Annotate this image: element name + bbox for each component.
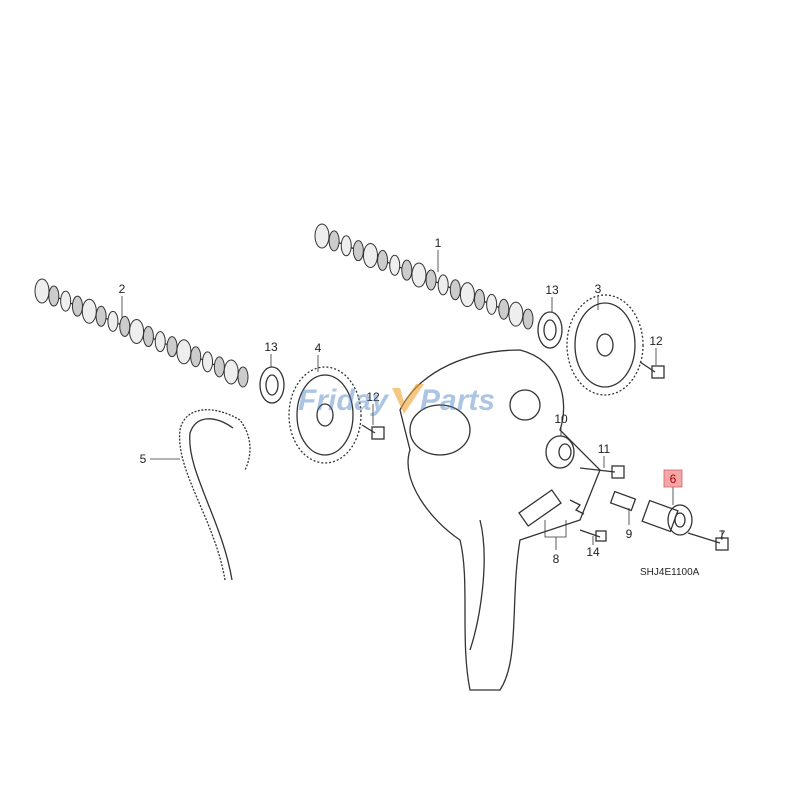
- cam-lobe: [213, 356, 225, 378]
- bolt-12-lower[interactable]: [361, 424, 385, 440]
- callout-6[interactable]: 6: [670, 472, 677, 486]
- timing-belt-5[interactable]: [178, 409, 251, 581]
- cam-lobe: [389, 254, 401, 276]
- cam-lobe: [459, 282, 475, 308]
- camshaft-2[interactable]: [34, 278, 249, 388]
- cam-lobe: [340, 235, 352, 257]
- cam-lobe: [314, 223, 330, 249]
- cam-lobe: [377, 249, 389, 271]
- bolt-11[interactable]: [579, 465, 625, 479]
- callout-9[interactable]: 9: [626, 527, 633, 541]
- cam-lobe: [95, 305, 107, 327]
- engine-block: [399, 349, 601, 691]
- callout-10[interactable]: 10: [554, 412, 568, 426]
- oil-seal-13-upper[interactable]: [537, 311, 563, 349]
- cam-lobe: [71, 295, 83, 317]
- cam-lobe: [190, 346, 202, 368]
- callout-14[interactable]: 14: [586, 545, 600, 559]
- callout-4[interactable]: 4: [315, 341, 322, 355]
- diagram-code: SHJ4E1100A: [640, 567, 700, 578]
- cam-lobe: [176, 339, 192, 365]
- cam-lobe: [48, 285, 60, 307]
- callout-12-lower[interactable]: 12: [366, 390, 380, 404]
- cam-lobe: [166, 336, 178, 358]
- highlight-box: [663, 469, 683, 488]
- collar-9[interactable]: [609, 490, 637, 512]
- cam-lobe: [362, 243, 378, 269]
- camshaft-pulley-3[interactable]: [566, 294, 644, 396]
- camshaft-pulley-4[interactable]: [288, 366, 362, 464]
- callout-7[interactable]: 7: [719, 528, 726, 542]
- idler-pulley-10[interactable]: [545, 435, 575, 469]
- callout-8[interactable]: 8: [553, 552, 560, 566]
- cam-lobe: [437, 274, 449, 296]
- cam-lobe: [425, 269, 437, 291]
- cam-lobe: [202, 351, 214, 373]
- cam-lobe: [107, 310, 119, 332]
- oil-seal-13-lower[interactable]: [259, 366, 285, 404]
- cam-lobe: [352, 240, 364, 262]
- cam-lobe: [154, 331, 166, 353]
- svg-text:Parts: Parts: [420, 384, 495, 417]
- cam-lobe: [474, 288, 486, 310]
- callout-13-upper[interactable]: 13: [545, 283, 559, 297]
- auto-tensioner-8[interactable]: [518, 489, 585, 527]
- callout-12-upper[interactable]: 12: [649, 334, 663, 348]
- camshaft-1[interactable]: [314, 223, 534, 330]
- callout-13-lower[interactable]: 13: [264, 340, 278, 354]
- callout-1[interactable]: 1: [435, 236, 442, 250]
- cam-lobe: [60, 290, 72, 312]
- cam-lobe: [449, 279, 461, 301]
- bolt-12-upper[interactable]: [639, 361, 665, 379]
- cam-lobe: [237, 366, 249, 388]
- svg-text:Friday: Friday: [298, 384, 389, 417]
- cam-lobe: [129, 318, 145, 344]
- cam-lobe: [142, 326, 154, 348]
- callout-3[interactable]: 3: [595, 282, 602, 296]
- cam-lobe: [401, 259, 413, 281]
- cam-lobe: [119, 315, 131, 337]
- timing-belt-tensioner-6[interactable]: [641, 499, 693, 536]
- watermark-logo: Friday Parts: [298, 384, 495, 417]
- leader-lines: [121, 250, 723, 550]
- cam-lobe: [34, 278, 50, 304]
- callout-11[interactable]: 11: [598, 442, 611, 456]
- cam-lobe: [486, 293, 498, 315]
- cam-lobe: [81, 298, 97, 324]
- callout-2[interactable]: 2: [119, 282, 126, 296]
- cam-lobe: [508, 301, 524, 327]
- bolt-14[interactable]: [579, 529, 607, 542]
- cam-lobe: [411, 262, 427, 288]
- cam-lobe: [223, 359, 239, 385]
- cam-lobe: [522, 308, 534, 330]
- callout-5[interactable]: 5: [140, 452, 147, 466]
- cam-lobe: [328, 230, 340, 252]
- cam-lobe: [498, 298, 510, 320]
